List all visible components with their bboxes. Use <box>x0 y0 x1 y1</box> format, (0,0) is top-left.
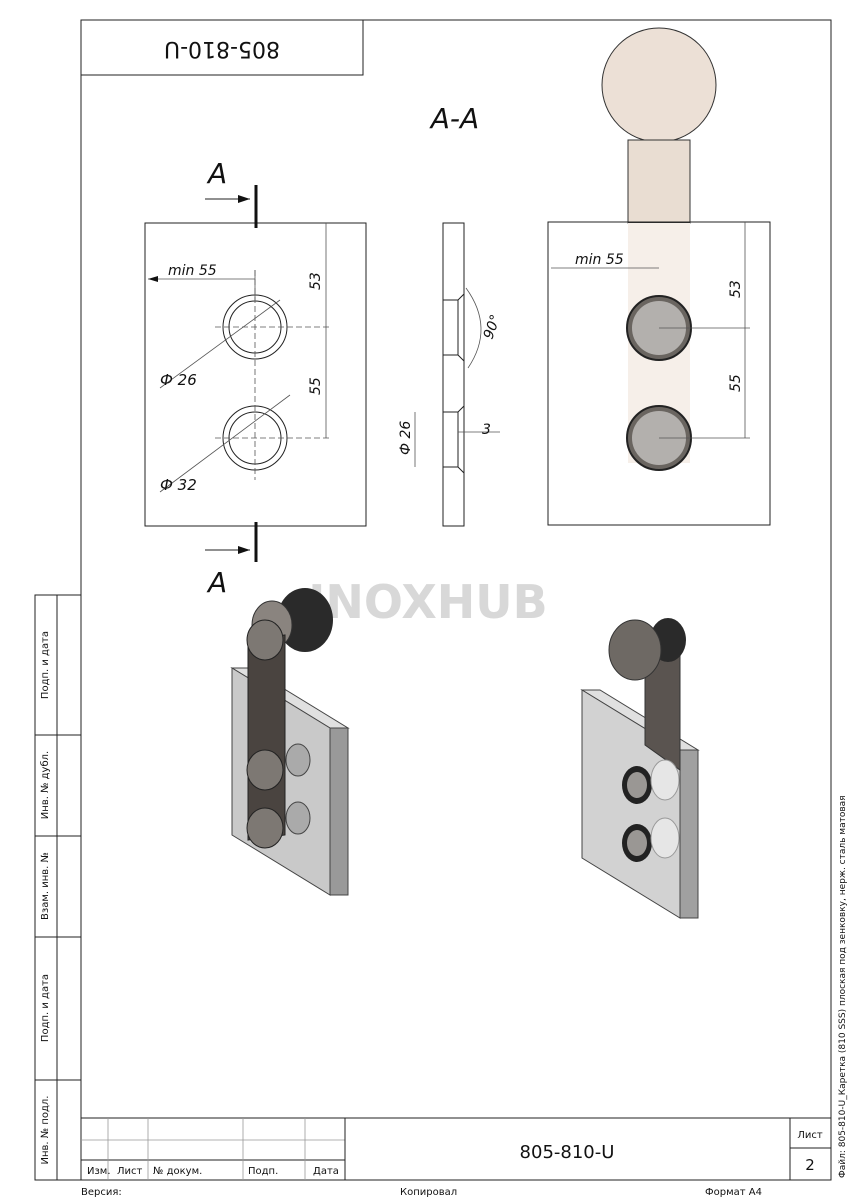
dim-53-mounted: 53 <box>728 280 744 298</box>
rotated-designation-box: 805-810-U <box>80 19 364 76</box>
cut-label-bottom: A <box>206 566 227 599</box>
dim-section-diameter: Ф 26 <box>398 421 414 455</box>
section-view: 90° Ф 26 3 <box>398 222 505 527</box>
dim-diameter-32: Ф 32 <box>160 476 197 494</box>
column-header: № докум. <box>153 1166 202 1177</box>
rotated-designation: 805-810-U <box>164 36 280 61</box>
dim-55-mounted: 55 <box>728 374 744 392</box>
file-caption: Файл: 805-810-U_Каретка (810 SSS) плоска… <box>838 795 848 1178</box>
cut-label-top: A <box>206 157 227 190</box>
dim-53: 53 <box>308 272 324 290</box>
stamp-label: Инв. № дубл. <box>40 751 51 819</box>
footer-format: Формат А4 <box>705 1187 762 1198</box>
stamp-label: Инв. № подл. <box>40 1096 51 1165</box>
section-title: A-A <box>429 102 479 135</box>
column-header: Дата <box>313 1166 339 1177</box>
dim-angle: 90° <box>481 313 505 342</box>
dim-diameter-26: Ф 26 <box>160 371 197 389</box>
column-header: Подп. <box>248 1166 278 1177</box>
dim-55: 55 <box>308 377 324 395</box>
column-header: Лист <box>117 1166 143 1177</box>
render-front-view <box>580 618 700 919</box>
watermark: INOXHUB <box>308 575 547 629</box>
render-back-view <box>230 588 350 896</box>
dim-min-55: min 55 <box>168 263 217 279</box>
designation: 805-810-U <box>520 1142 615 1163</box>
stamp-label: Взам. инв. № <box>40 852 51 920</box>
title-block: Изм. Лист № докум. Подп. Дата 805-810-U … <box>81 1117 831 1180</box>
dim-depth: 3 <box>482 422 491 438</box>
footer-copied: Копировал <box>400 1187 457 1198</box>
stamp-label: Подп. и дата <box>40 631 51 699</box>
sheet-label: Лист <box>797 1130 823 1141</box>
mounted-view: min 55 53 55 <box>547 27 771 526</box>
footer-version: Версия: <box>81 1187 122 1198</box>
front-view: A A min 55 53 55 Ф 26 Ф 32 <box>144 157 367 599</box>
sheet-number: 2 <box>805 1156 815 1174</box>
stamp-column: Подп. и дата Инв. № дубл. Взам. инв. № П… <box>34 594 82 1181</box>
dim-min-55-mounted: min 55 <box>575 252 624 268</box>
column-header: Изм. <box>87 1166 111 1177</box>
stamp-label: Подп. и дата <box>40 974 51 1042</box>
